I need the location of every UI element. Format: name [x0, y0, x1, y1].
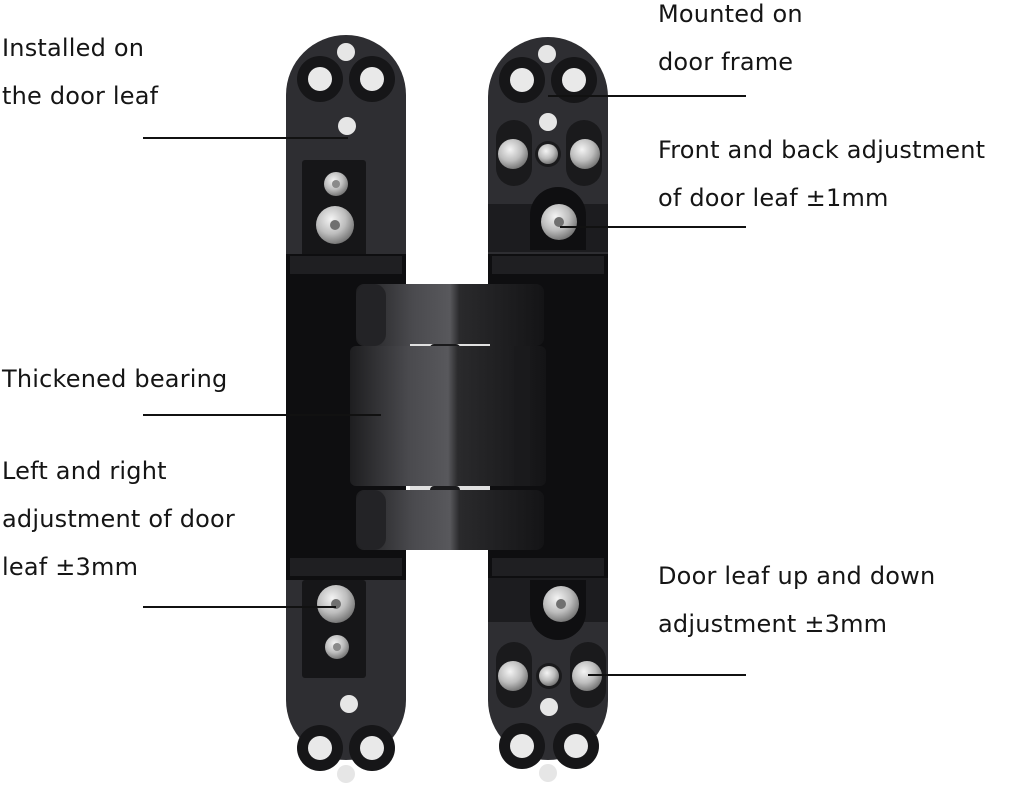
- leader-line-installed: [143, 137, 348, 139]
- label-line: the door leaf: [2, 82, 159, 110]
- leader-line-front-back: [560, 226, 746, 228]
- label-line: Installed on: [2, 34, 145, 62]
- label-line: Left and right: [2, 457, 167, 485]
- label-thickened-bearing: Thickened bearing: [2, 355, 227, 403]
- label-installed-door-leaf: Installed on the door leaf: [2, 24, 158, 120]
- label-line: of door leaf ±1mm: [658, 184, 889, 212]
- leader-line-up-down: [588, 674, 746, 676]
- label-line: adjustment of door: [2, 505, 235, 533]
- label-front-back-adjustment: Front and back adjustment of door leaf ±…: [658, 126, 985, 222]
- label-mounted-door-frame: Mounted on door frame: [658, 0, 803, 86]
- leader-line-bearing: [143, 414, 381, 416]
- label-line: Front and back adjustment: [658, 136, 986, 164]
- thickened-bearing: [350, 284, 546, 550]
- label-line: Thickened bearing: [2, 365, 228, 393]
- leader-line-mounted: [548, 95, 746, 97]
- label-line: Mounted on: [658, 0, 803, 28]
- label-line: adjustment ±3mm: [658, 610, 888, 638]
- label-line: Door leaf up and down: [658, 562, 936, 590]
- label-left-right-adjustment: Left and right adjustment of door leaf ±…: [2, 447, 235, 591]
- label-line: door frame: [658, 48, 794, 76]
- leader-line-left-right: [143, 606, 336, 608]
- label-up-down-adjustment: Door leaf up and down adjustment ±3mm: [658, 552, 935, 648]
- label-line: leaf ±3mm: [2, 553, 139, 581]
